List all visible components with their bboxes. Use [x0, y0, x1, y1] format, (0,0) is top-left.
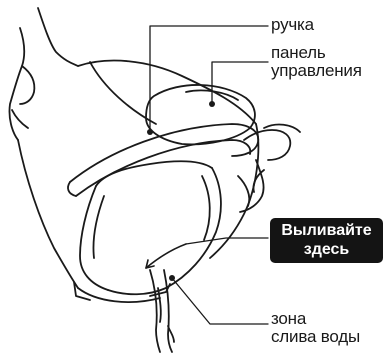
label-drain-zone-line1: зона: [271, 310, 360, 328]
label-handle-text: ручка: [271, 15, 314, 34]
label-drain-zone-line2: слива воды: [271, 328, 360, 346]
kettle-body: [18, 61, 258, 288]
label-control-panel: панель управления: [271, 44, 362, 80]
panel-pointer-dot: [209, 101, 215, 107]
pour-arrow: [146, 244, 186, 268]
right-hand-icon: [238, 125, 300, 212]
drain-pointer-dot: [169, 275, 175, 281]
left-hand-icon: [9, 8, 78, 140]
water-stream: [150, 270, 174, 352]
pour-here-callout: Выливайте здесь: [270, 218, 383, 263]
label-control-panel-line1: панель: [271, 44, 362, 62]
label-control-panel-line2: управления: [271, 62, 362, 80]
callout-line1: Выливайте: [274, 221, 379, 240]
label-handle: ручка: [271, 16, 314, 34]
handle-pointer-dot: [147, 129, 153, 135]
label-drain-zone: зона слива воды: [271, 310, 360, 346]
callout-line2: здесь: [274, 240, 379, 259]
